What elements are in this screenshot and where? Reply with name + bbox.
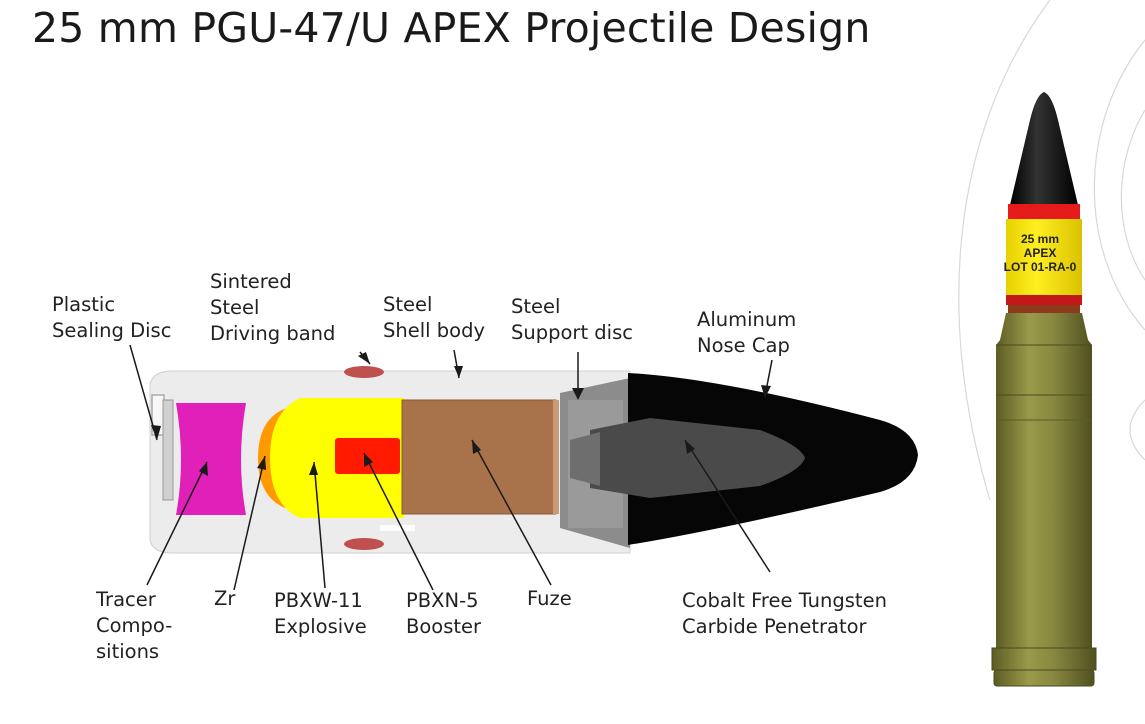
- label-line: Tracer: [96, 588, 156, 611]
- label-shell-body: Steel Shell body: [383, 292, 485, 344]
- tungsten-carbide-penetrator: [590, 418, 805, 498]
- zr-layer: [258, 405, 300, 512]
- driving-band-bottom: [344, 538, 384, 550]
- label-line: Aluminum: [697, 308, 797, 331]
- cartridge-case: [996, 313, 1092, 668]
- driving-band-top: [344, 366, 384, 378]
- tracer-composition: [176, 403, 246, 515]
- cartridge-yellow-band: [1006, 219, 1082, 295]
- label-nose-cap: Aluminum Nose Cap: [697, 307, 796, 359]
- label-line: Plastic: [52, 293, 116, 316]
- cartridge-band-text: 25 mm APEX LOT 01-RA-0: [996, 232, 1084, 274]
- label-line: Shell body: [383, 319, 485, 342]
- label-zr: Zr: [214, 586, 235, 612]
- label-line: Support disc: [511, 321, 633, 344]
- label-line: Steel: [383, 293, 433, 316]
- label-line: Steel: [210, 296, 260, 319]
- label-line: PBXN-5: [406, 589, 479, 612]
- label-line: Cobalt Free Tungsten: [682, 589, 887, 612]
- label-plastic-sealing-disc: Plastic Sealing Disc: [52, 292, 171, 344]
- label-line: Fuze: [527, 587, 572, 610]
- label-penetrator: Cobalt Free Tungsten Carbide Penetrator: [682, 588, 887, 640]
- label-explosive: PBXW-11 Explosive: [274, 588, 367, 640]
- label-line: Sealing Disc: [52, 319, 172, 342]
- label-driving-band: Sintered Steel Driving band: [210, 269, 335, 347]
- label-fuze: Fuze: [527, 586, 572, 612]
- label-line: Steel: [511, 295, 561, 318]
- cartridge-text-line: 25 mm: [1020, 232, 1060, 246]
- label-line: Compo-: [96, 614, 173, 637]
- label-line: PBXW-11: [274, 589, 363, 612]
- cartridge-text-line: APEX: [1023, 246, 1057, 260]
- arrow-heads: [151, 352, 771, 476]
- label-line: Booster: [406, 615, 482, 638]
- cartridge-red-band: [1008, 204, 1080, 220]
- label-tracer: Tracer Compo- sitions: [96, 587, 172, 665]
- pbxn-5-booster: [335, 438, 400, 474]
- label-line: sitions: [96, 640, 160, 663]
- label-support-disc: Steel Support disc: [511, 294, 633, 346]
- label-line: Sintered: [210, 270, 292, 293]
- page-title: 25 mm PGU-47/U APEX Projectile Design: [32, 4, 871, 52]
- fuze: [401, 399, 557, 515]
- label-line: Driving band: [210, 322, 336, 345]
- cartridge-text-line: LOT 01-RA-0: [1003, 260, 1077, 274]
- label-line: Nose Cap: [697, 334, 790, 357]
- label-line: Carbide Penetrator: [682, 615, 867, 638]
- label-line: Zr: [214, 587, 236, 610]
- leader-lines: [129, 344, 773, 591]
- label-line: Explosive: [274, 615, 367, 638]
- cartridge-tip: [1010, 92, 1078, 205]
- label-booster: PBXN-5 Booster: [406, 588, 481, 640]
